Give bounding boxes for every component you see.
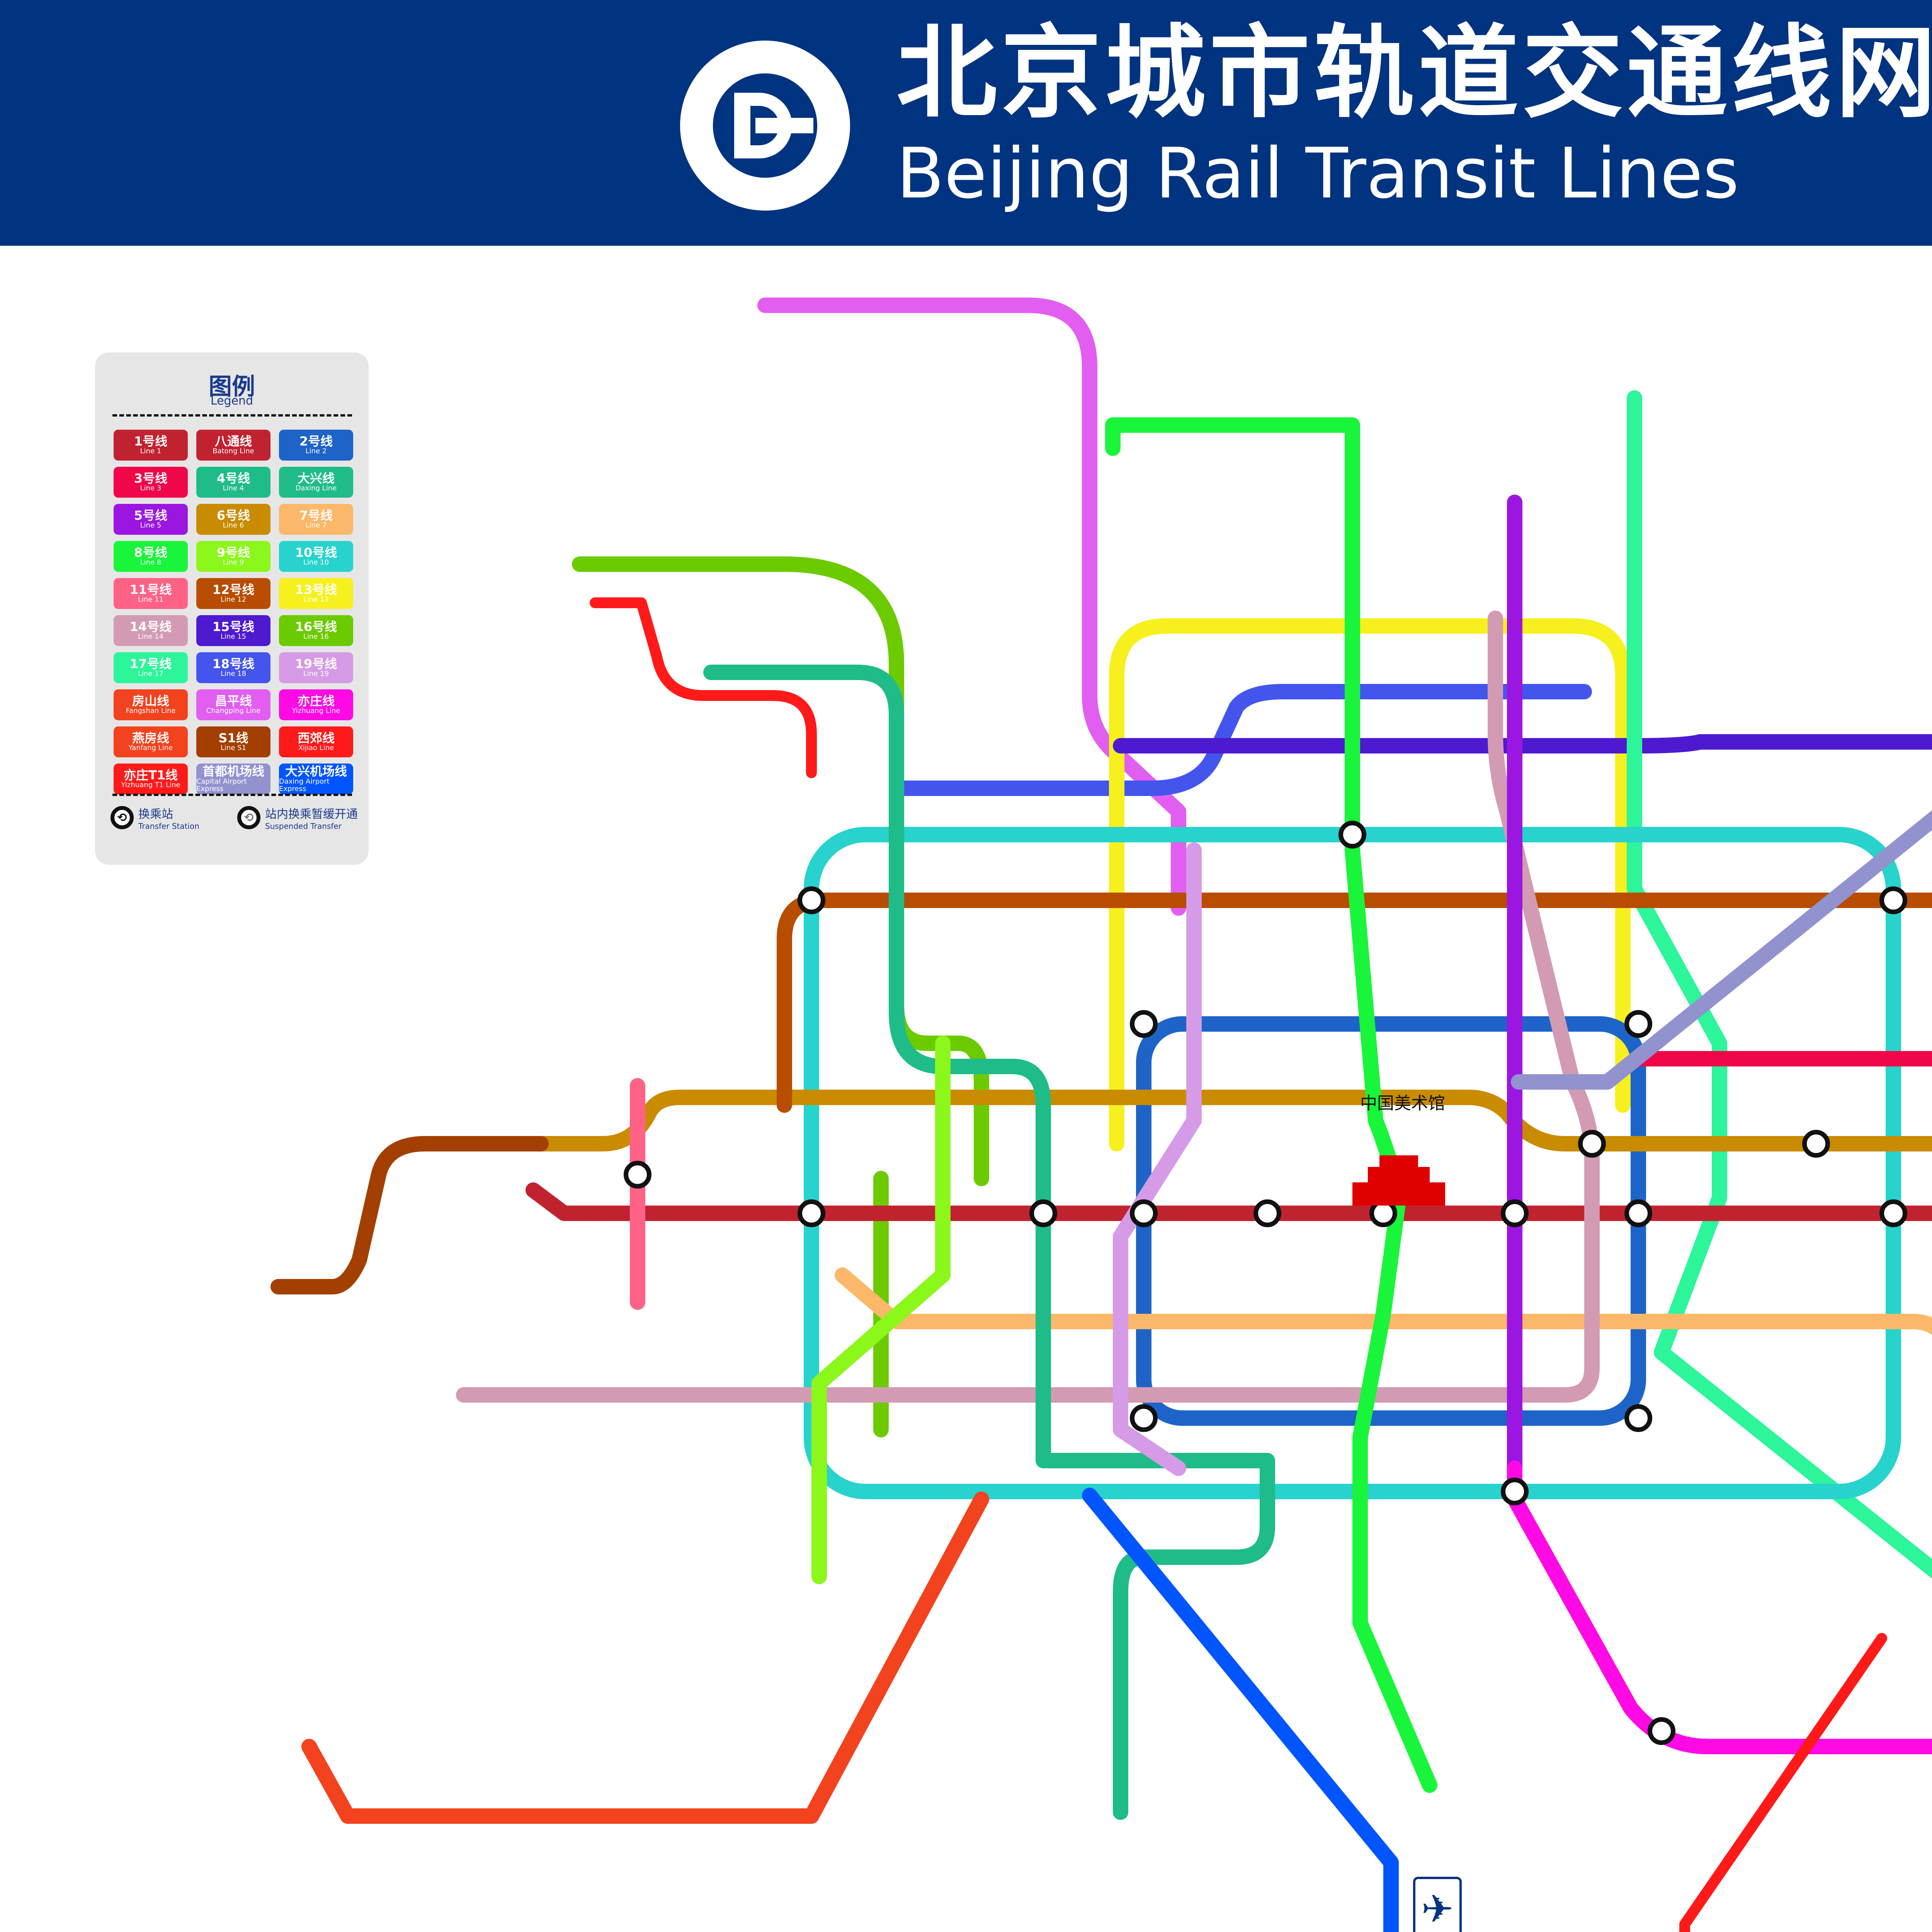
divider (112, 794, 352, 796)
line-18 (889, 684, 1592, 796)
line-s1 (270, 1136, 549, 1294)
line-15 (1113, 734, 1932, 753)
transit-map: 中国美术馆 大兴机场 2号航站楼 3号航站楼 ✈ ✈ (270, 298, 1932, 1932)
transfer-station-icon: ⟲ (111, 806, 134, 829)
svg-text:✈: ✈ (1421, 1886, 1454, 1932)
line-19 (1113, 842, 1202, 1476)
suspended-transfer-icon: ⟲ (237, 806, 260, 829)
line-17 (1627, 390, 1932, 1579)
divider (112, 414, 352, 417)
line-xijiao (590, 597, 817, 778)
header-banner: 北京城市轨道交通线网图 Beijing Rail Transit Lines (0, 0, 1932, 246)
page-title: 北京城市轨道交通线网图 (896, 15, 1932, 132)
landmark-label: 中国美术馆 (1360, 1094, 1445, 1113)
page-subtitle: Beijing Rail Transit Lines (896, 133, 1739, 214)
line-t1 (1679, 1633, 1887, 1932)
airplane-icon: ✈ (1413, 1877, 1462, 1932)
line-capital-airport (1511, 810, 1932, 1090)
line-daxing-airport (1082, 1488, 1399, 1932)
line-13 (1109, 618, 1631, 1151)
beijing-subway-logo-icon (680, 41, 850, 211)
line-14 (456, 611, 1600, 1403)
line-changping (757, 298, 1186, 916)
transfer-stations (624, 821, 1907, 1745)
tiananmen-icon (1352, 1155, 1445, 1206)
line-fangshan (301, 1492, 989, 1824)
legend-subtitle: Legend (210, 394, 253, 408)
legend-title: 图例 (209, 373, 255, 400)
map-labels: 中国美术馆 大兴机场 2号航站楼 3号航站楼 (1360, 1094, 1445, 1113)
line-9 (811, 1036, 951, 1584)
